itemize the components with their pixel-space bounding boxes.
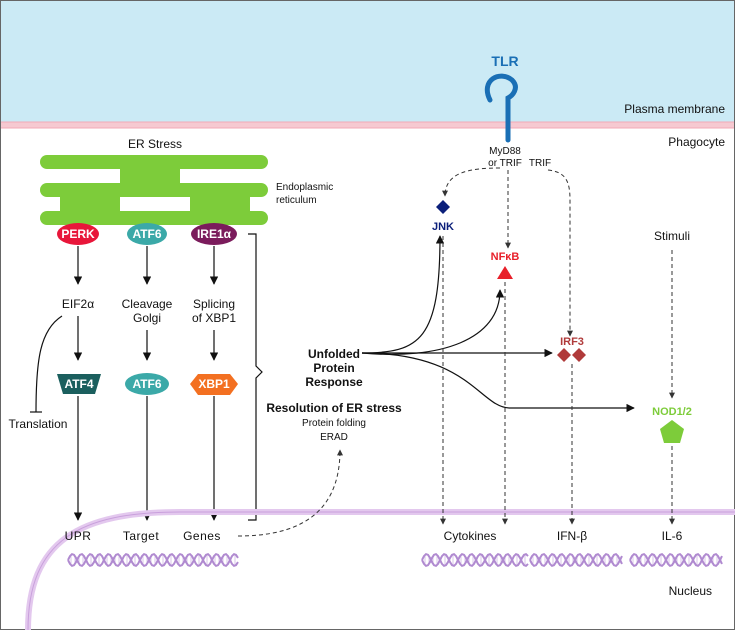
er-label-2: reticulum bbox=[276, 195, 317, 206]
atf6-factor bbox=[125, 373, 169, 395]
il6-output: IL-6 bbox=[662, 529, 683, 543]
nod-label: NOD1/2 bbox=[652, 406, 692, 418]
eif2a-label: EIF2α bbox=[62, 297, 94, 311]
atf6-factor-label: ATF6 bbox=[132, 377, 161, 391]
xbp1-label: XBP1 bbox=[198, 377, 230, 391]
plasma-membrane bbox=[0, 122, 735, 128]
ire1-sensor bbox=[191, 223, 237, 245]
upr-line-1: Unfolded bbox=[308, 347, 360, 361]
stimuli-label: Stimuli bbox=[654, 229, 690, 243]
tlr-label: TLR bbox=[491, 53, 518, 69]
golgi-label: Golgi bbox=[133, 311, 161, 325]
endoplasmic-reticulum-icon bbox=[40, 155, 268, 225]
extracellular-region bbox=[0, 0, 735, 123]
xbp1-splice-label: of XBP1 bbox=[192, 311, 236, 325]
irf3-icon-b bbox=[572, 348, 586, 362]
irf3-icon-a bbox=[557, 348, 571, 362]
erad-label: ERAD bbox=[320, 432, 348, 443]
splicing-label: Splicing bbox=[193, 297, 235, 311]
ifnb-output: IFN-β bbox=[557, 529, 587, 543]
er-stress-title: ER Stress bbox=[128, 137, 182, 151]
nod-icon bbox=[660, 420, 684, 443]
plasma-membrane-label: Plasma membrane bbox=[624, 102, 725, 116]
atf6-sensor bbox=[127, 223, 167, 245]
translation-label: Translation bbox=[9, 417, 68, 431]
target-output: Target bbox=[123, 529, 160, 543]
jnk-icon bbox=[436, 200, 450, 214]
dna-helix-icons bbox=[67, 552, 723, 568]
upr-line-2: Protein bbox=[313, 361, 354, 375]
dna-helix-icon bbox=[421, 552, 529, 568]
ire1-label: IRE1α bbox=[197, 227, 232, 241]
perk-label: PERK bbox=[61, 227, 95, 241]
genes-output: Genes bbox=[183, 529, 221, 543]
atf4-factor bbox=[57, 374, 101, 394]
jnk-label: JNK bbox=[432, 221, 454, 233]
atf4-label: ATF4 bbox=[64, 377, 93, 391]
dna-helix-icon bbox=[529, 552, 623, 568]
protein-folding-label: Protein folding bbox=[302, 418, 366, 429]
nfkb-label: NFκB bbox=[491, 251, 520, 263]
perk-sensor bbox=[57, 223, 99, 245]
cleavage-label: Cleavage bbox=[122, 297, 173, 311]
nucleus-label: Nucleus bbox=[669, 584, 712, 598]
resolution-title: Resolution of ER stress bbox=[266, 401, 402, 415]
upr-line-3: Response bbox=[305, 375, 363, 389]
atf6-sensor-label: ATF6 bbox=[132, 227, 161, 241]
dna-helix-icon bbox=[629, 552, 723, 568]
irf3-label: IRF3 bbox=[560, 336, 584, 348]
trif-label: TRIF bbox=[529, 158, 551, 169]
nfkb-icon bbox=[497, 266, 513, 279]
myd88-label: MyD88 bbox=[489, 146, 521, 157]
dna-helix-icon bbox=[67, 552, 239, 568]
phagocyte-label: Phagocyte bbox=[668, 135, 725, 149]
xbp1-factor bbox=[190, 374, 238, 395]
tlr-icon bbox=[485, 73, 518, 143]
upr-output: UPR bbox=[65, 529, 92, 543]
cytokines-output: Cytokines bbox=[444, 529, 497, 543]
er-label-1: Endoplasmic bbox=[276, 182, 333, 193]
or-trif-label: or TRIF bbox=[488, 158, 522, 169]
